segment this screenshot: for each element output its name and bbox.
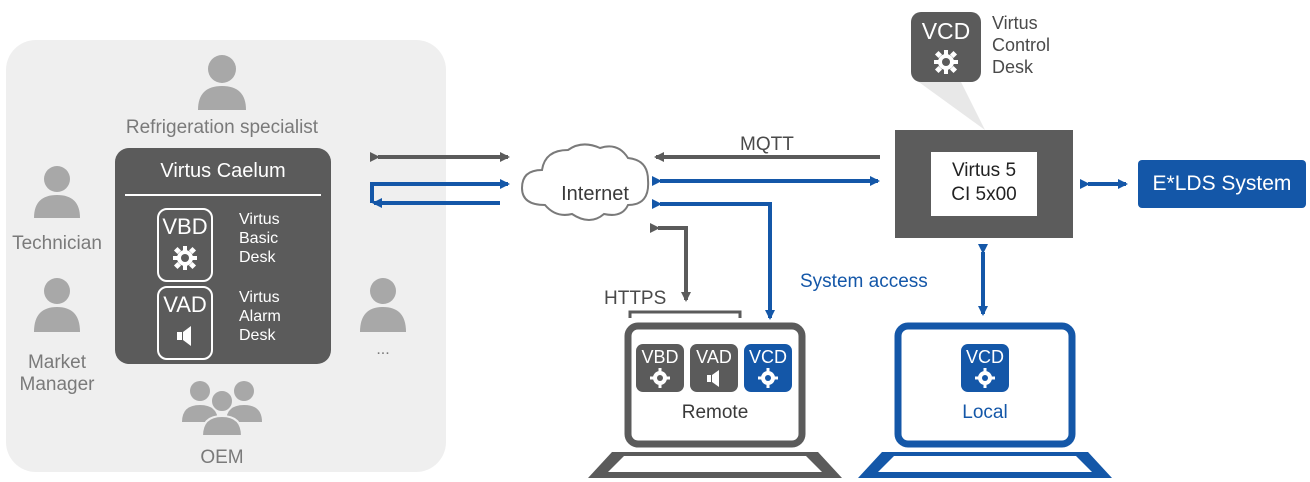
person-icon-more bbox=[360, 278, 406, 332]
blue-loop-arrow bbox=[370, 179, 510, 208]
mqtt-label: MQTT bbox=[740, 134, 794, 155]
gear-icon bbox=[173, 246, 197, 270]
role-more: ... bbox=[376, 341, 390, 358]
role-market-manager: Market Manager bbox=[19, 352, 95, 395]
remote-tile-vbd: VBD bbox=[636, 344, 684, 392]
gear-icon bbox=[934, 50, 958, 74]
internet-label: Internet bbox=[561, 183, 629, 205]
https-bracket bbox=[628, 310, 742, 318]
caelum-divider bbox=[125, 194, 321, 196]
vcd-callout-abbr: VCD bbox=[921, 18, 971, 44]
module-vad: VAD bbox=[157, 286, 213, 360]
person-icon-refrigeration bbox=[198, 55, 246, 110]
module-vad-abbr: VAD bbox=[163, 292, 207, 317]
https-label: HTTPS bbox=[604, 288, 667, 309]
person-icon-technician bbox=[34, 166, 80, 218]
gear-icon bbox=[758, 368, 778, 388]
remote-label: Remote bbox=[681, 402, 749, 423]
module-vbd-desc: Virtus Basic Desk bbox=[239, 211, 280, 266]
remote-tile-vcd-abbr: VCD bbox=[748, 347, 787, 367]
vcd-callout-tile: VCD bbox=[911, 12, 981, 82]
virtus5-device: Virtus 5 CI 5x00 bbox=[895, 130, 1073, 238]
local-tile-vcd: VCD bbox=[961, 344, 1009, 392]
system-access-label: System access bbox=[800, 271, 928, 292]
person-icon-market-manager bbox=[34, 278, 80, 332]
device-line2: CI 5x00 bbox=[951, 184, 1017, 205]
remote-tile-vad: VAD bbox=[690, 344, 738, 392]
cloud-icon bbox=[520, 143, 650, 221]
virtus-caelum-box: Virtus Caelum VBD Virtus Basic Desk VAD … bbox=[115, 148, 331, 364]
speaker-icon bbox=[707, 370, 719, 387]
remote-tile-vad-abbr: VAD bbox=[696, 347, 732, 367]
device-line1: Virtus 5 bbox=[951, 160, 1017, 181]
gear-icon bbox=[650, 368, 670, 388]
elds-system-box: E*LDS System bbox=[1138, 160, 1306, 208]
module-vad-desc: Virtus Alarm Desk bbox=[239, 289, 281, 344]
speaker-icon bbox=[177, 326, 191, 346]
module-vbd: VBD bbox=[157, 208, 213, 282]
vcd-callout-desc: Virtus Control Desk bbox=[992, 13, 1051, 77]
role-oem: OEM bbox=[200, 447, 244, 468]
module-vbd-abbr: VBD bbox=[162, 214, 208, 239]
local-label: Local bbox=[962, 402, 1008, 423]
group-icon-oem bbox=[182, 381, 262, 437]
remote-tile-vbd-abbr: VBD bbox=[641, 347, 679, 367]
caelum-title: Virtus Caelum bbox=[160, 160, 286, 182]
role-refrigeration-specialist: Refrigeration specialist bbox=[125, 117, 319, 138]
callout-wedge bbox=[916, 80, 985, 130]
device-screen: Virtus 5 CI 5x00 bbox=[931, 152, 1037, 216]
gear-icon bbox=[975, 368, 995, 388]
local-laptop bbox=[858, 322, 1112, 478]
remote-vcd-arrow bbox=[652, 199, 775, 320]
local-tile-vcd-abbr: VCD bbox=[965, 347, 1004, 367]
role-technician: Technician bbox=[12, 233, 102, 254]
remote-tile-vcd: VCD bbox=[744, 344, 792, 392]
